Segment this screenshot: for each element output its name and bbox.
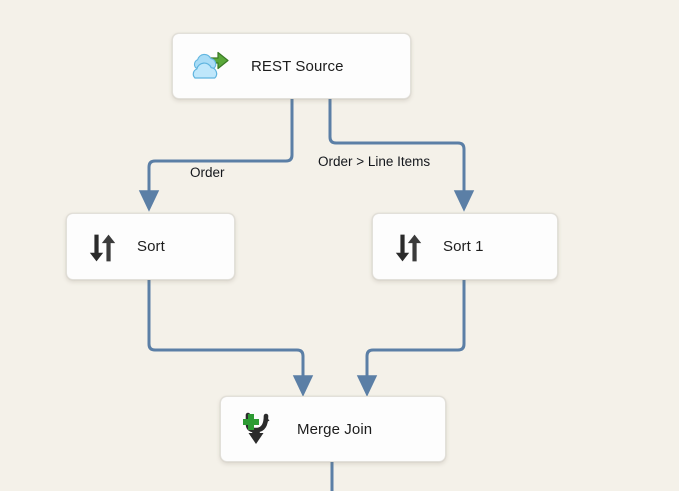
node-label: Sort: [137, 238, 165, 255]
node-label: Sort 1: [443, 238, 484, 255]
node-merge-join[interactable]: Merge Join: [220, 396, 446, 462]
node-label: Merge Join: [297, 420, 373, 438]
sort-arrows-icon: [81, 225, 125, 269]
node-sort[interactable]: Sort: [66, 213, 235, 280]
connector-rest-source-to-sort-1: [328, 99, 475, 212]
connector-sort-to-merge-join: [147, 280, 314, 397]
node-rest-source[interactable]: REST Source: [172, 33, 411, 99]
merge-join-icon: [235, 407, 279, 451]
node-sort-1[interactable]: Sort 1: [372, 213, 558, 280]
connector-sort-1-to-merge-join: [356, 280, 466, 397]
cloud-export-icon: [187, 44, 231, 88]
edge-label-order-line-items: Order > Line Items: [318, 154, 431, 169]
sort-arrows-icon: [387, 225, 431, 269]
edge-label-order: Order: [190, 165, 225, 180]
node-label: REST Source: [251, 57, 344, 75]
